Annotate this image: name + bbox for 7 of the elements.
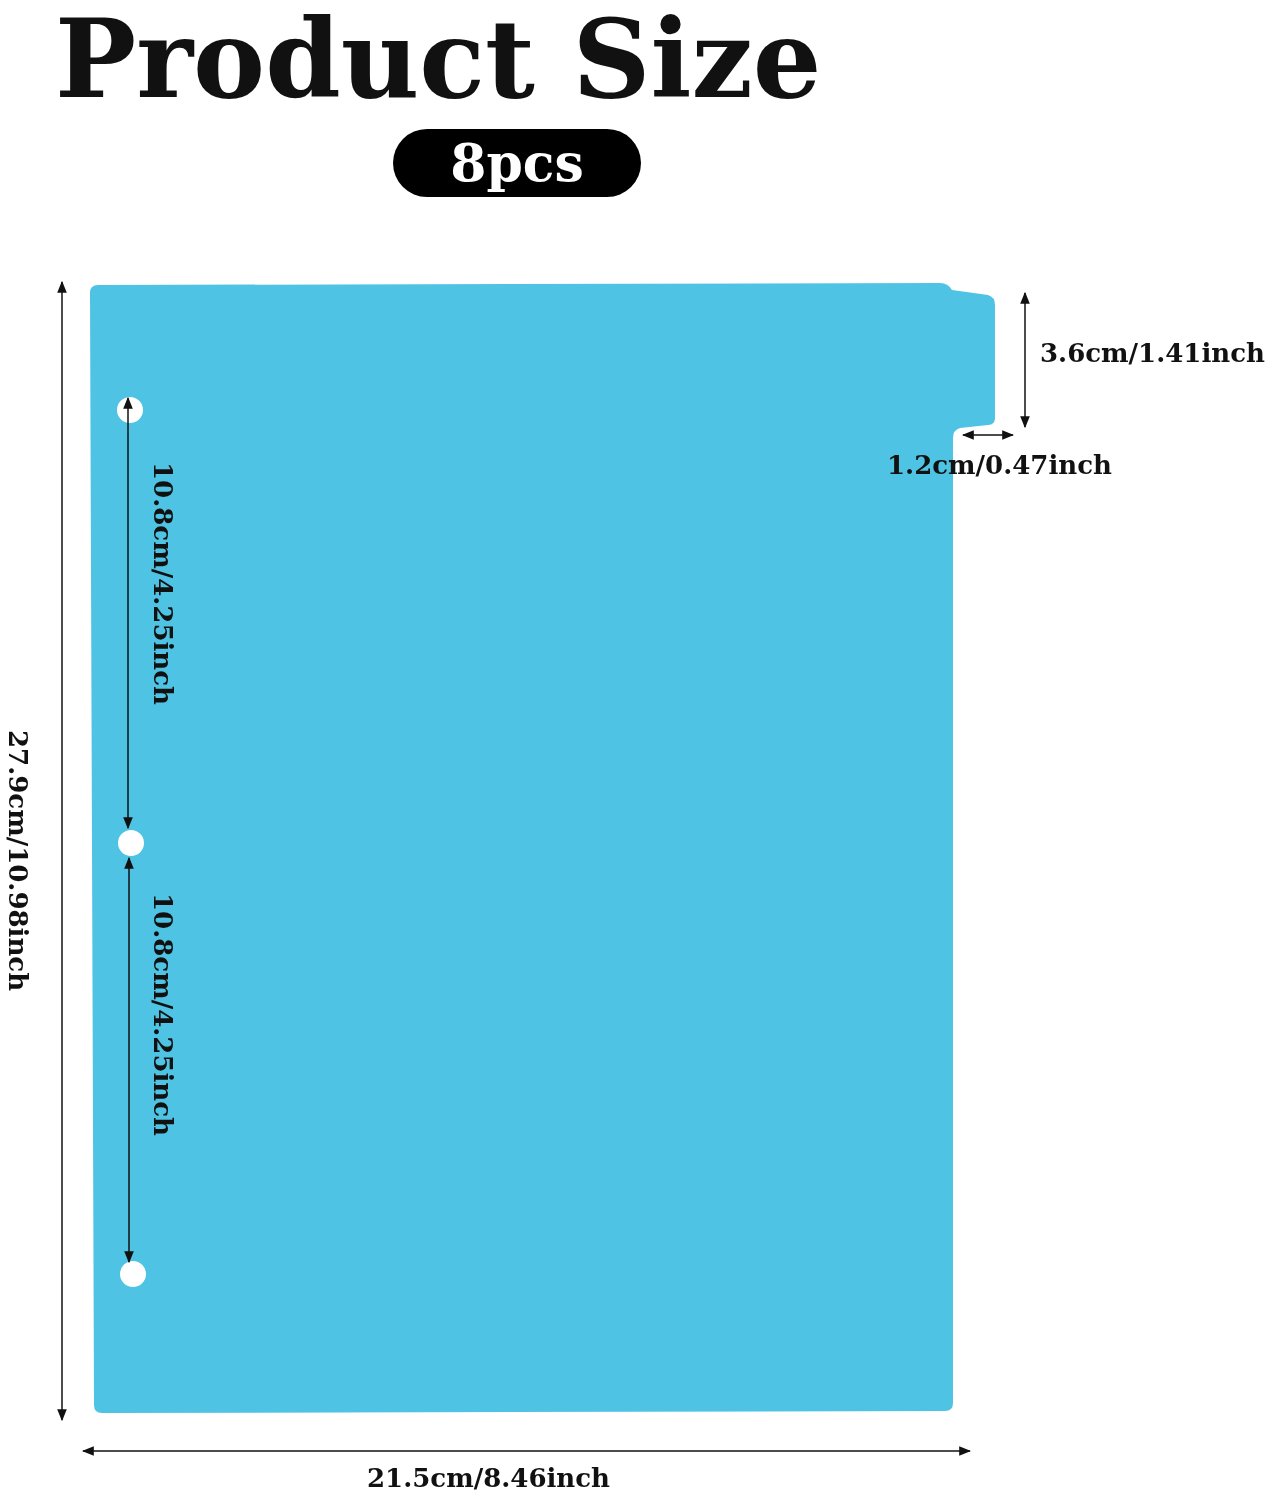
dimension-label: 27.9cm/10.98inch bbox=[5, 730, 31, 992]
dimension-label: 10.8cm/4.25inch bbox=[150, 462, 176, 705]
quantity-badge: 8pcs bbox=[393, 129, 641, 197]
dimension-label: 3.6cm/1.41inch bbox=[1040, 340, 1265, 366]
title: Product Size bbox=[55, 5, 822, 113]
dimension-label: 21.5cm/8.46inch bbox=[367, 1465, 610, 1491]
dimension-label: 10.8cm/4.25inch bbox=[150, 893, 176, 1136]
